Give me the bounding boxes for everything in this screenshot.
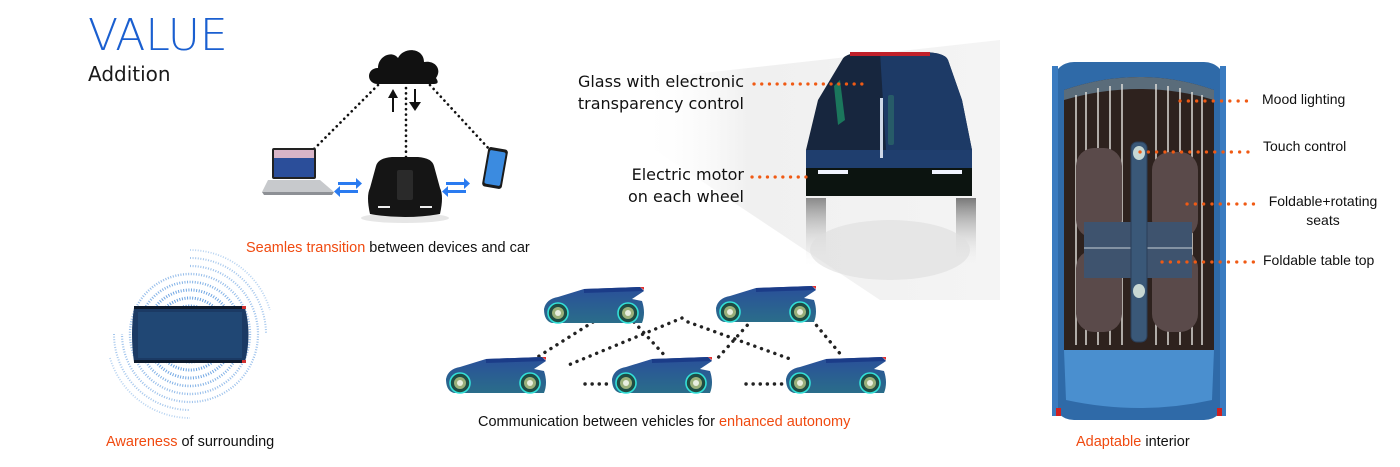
label-motor-line2: on each wheel <box>627 187 744 206</box>
interior-caption: Adaptable interior <box>1076 434 1190 450</box>
interior-caption-rest: interior <box>1141 434 1190 450</box>
smartphone-icon <box>482 147 508 189</box>
label-seats-line1: Foldable+rotating <box>1268 193 1378 209</box>
label-glass-line2: transparency control <box>577 94 744 113</box>
arrow-up-icon <box>388 89 398 112</box>
car-icon <box>361 157 449 223</box>
page-subtitle: Addition <box>88 62 171 86</box>
v2v-caption-highlight: enhanced autonomy <box>718 414 851 430</box>
swap-arrows-icon <box>334 178 470 197</box>
v2v-caption: Communication between vehicles for enhan… <box>478 414 850 430</box>
label-motor: Electric motor on each wheel <box>570 164 744 208</box>
devices-caption-rest: between devices and car <box>365 240 530 256</box>
arrow-down-icon <box>409 89 421 111</box>
awareness-caption-rest: of surrounding <box>177 434 275 450</box>
label-seats-line2: seats <box>1306 212 1340 228</box>
page-title: VALUE <box>88 10 228 61</box>
awareness-caption-highlight: Awareness <box>106 434 178 450</box>
devices-caption: Seamles transition between devices and c… <box>246 240 530 256</box>
label-touch-control: Touch control <box>1263 138 1347 154</box>
label-glass-line1: Glass with electronic <box>577 72 744 91</box>
label-seats: Foldable+rotating seats <box>1258 192 1388 230</box>
v2v-links <box>534 316 844 386</box>
label-table-top: Foldable table top <box>1263 252 1375 268</box>
laptop-icon <box>262 148 334 195</box>
v2v-caption-rest: Communication between vehicles for <box>478 414 719 430</box>
label-mood-lighting: Mood lighting <box>1262 91 1346 107</box>
cloud-icon <box>369 50 439 84</box>
label-motor-line1: Electric motor <box>631 165 744 184</box>
label-glass: Glass with electronic transparency contr… <box>570 71 744 115</box>
devices-caption-highlight: Seamles transition <box>246 240 366 256</box>
top-view-car <box>132 306 249 363</box>
awareness-caption: Awareness of surrounding <box>106 434 274 450</box>
interior-caption-highlight: Adaptable <box>1076 434 1142 450</box>
cloud-links <box>310 83 492 162</box>
